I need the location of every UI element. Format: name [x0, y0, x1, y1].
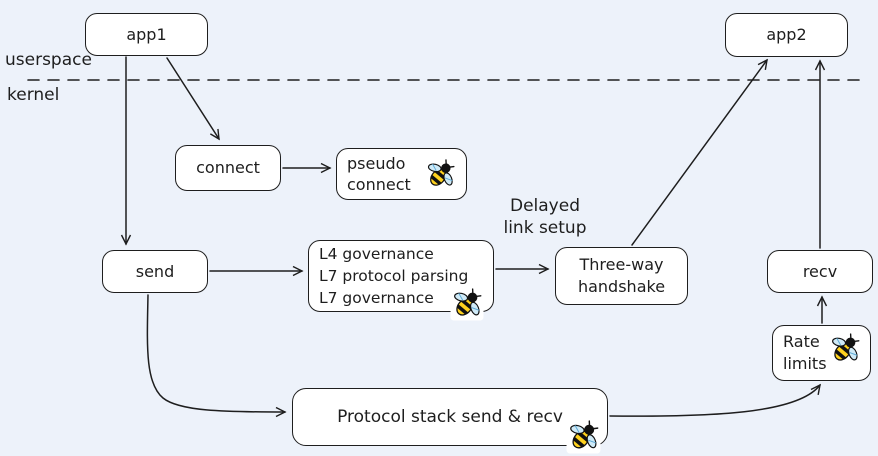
arrow-protocol-stack-to-ratelimits [609, 383, 821, 417]
node-send-label: send [135, 261, 175, 281]
node-three-way-handshake-line: handshake [577, 277, 666, 296]
node-governance-line: L4 governance [319, 245, 434, 263]
node-connect-label: connect [196, 158, 260, 177]
node-three-way-handshake-line: Three-way [579, 255, 664, 274]
node-governance-line: L7 protocol parsing [319, 267, 469, 285]
node-rate-limits-line: Rate [783, 332, 820, 351]
node-pseudo-connect-line: connect [347, 175, 411, 194]
node-app1-label: app1 [126, 24, 167, 44]
ebpf-bee-icon [450, 287, 484, 321]
node-protocol-stack-label: Protocol stack send & recv [337, 407, 563, 427]
node-protocol-stack: Protocol stack send & recv [292, 388, 608, 446]
node-governance-line: L7 governance [319, 289, 434, 307]
node-recv: recv [767, 250, 873, 293]
delayed-link-setup-line: Delayed [509, 196, 580, 216]
arrow-threeway-to-app2 [631, 58, 768, 246]
kernel-label: kernel [7, 85, 60, 105]
node-app1: app1 [85, 13, 208, 56]
arrow-send-to-protocol-stack [146, 294, 287, 418]
node-pseudo-connect-line: pseudo [347, 154, 406, 173]
node-recv-label: recv [802, 261, 838, 281]
userspace-label: userspace [5, 50, 92, 70]
node-app2: app2 [725, 13, 848, 57]
ebpf-bee-icon [424, 158, 457, 191]
node-three-way-handshake: Three-way handshake [555, 247, 688, 305]
node-send: send [102, 250, 208, 293]
node-rate-limits-line: limits [783, 354, 827, 373]
ebpf-bee-icon [566, 419, 601, 454]
delayed-link-setup-annotation: Delayed link setup [487, 195, 603, 239]
node-governance: L4 governance L7 protocol parsing L7 gov… [308, 240, 494, 312]
arrow-app1-to-connect [166, 57, 220, 141]
node-app2-label: app2 [766, 25, 807, 44]
node-connect: connect [175, 145, 281, 191]
delayed-link-setup-line: link setup [503, 218, 587, 238]
ebpf-bee-icon [828, 332, 862, 366]
